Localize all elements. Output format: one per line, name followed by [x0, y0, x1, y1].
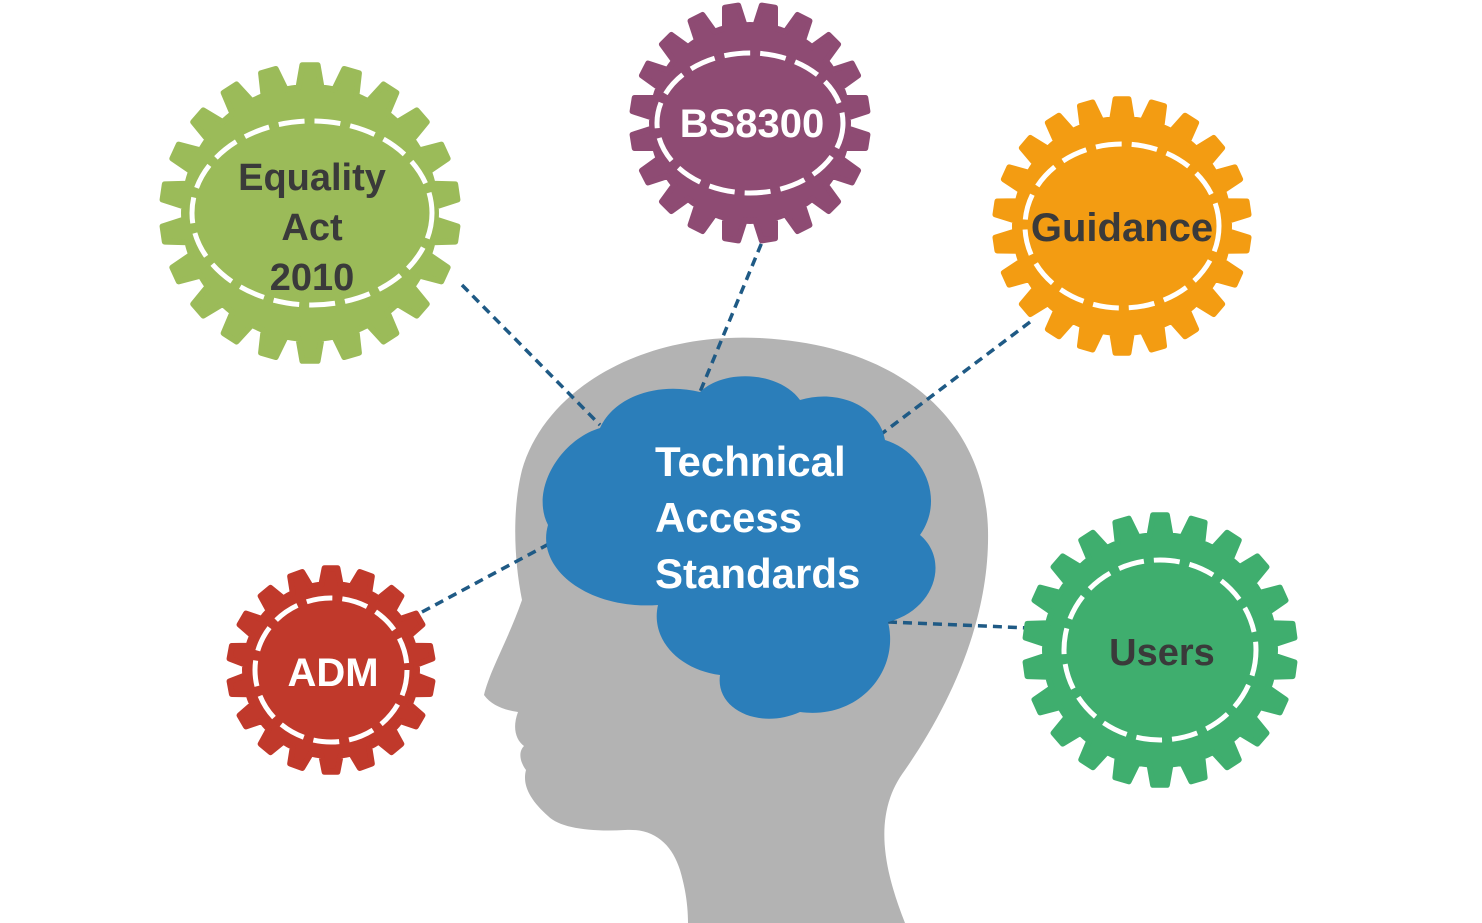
gear-label-line: Act [281, 207, 343, 249]
gear-label-line: Guidance [1031, 206, 1213, 250]
connector-equality-act [460, 283, 602, 427]
gear-bs8300: BS8300 [629, 2, 871, 244]
center-label-line: Access [655, 494, 802, 541]
gear-inner-ring [252, 595, 410, 745]
gear-equality-act: Equality Act 2010 [159, 62, 461, 364]
gear-label-line: ADM [287, 651, 378, 695]
gear-guidance: Guidance [992, 96, 1252, 356]
center-label-line: Technical [655, 438, 846, 485]
center-label: Technical Access Standards [655, 438, 860, 597]
gear-inner-ring [654, 50, 846, 196]
gear-inner-ring [189, 118, 435, 308]
gear-users: Users [1022, 512, 1298, 788]
gear-label-line: BS8300 [680, 102, 825, 146]
gear-icon [629, 2, 871, 244]
connector-guidance [878, 320, 1032, 437]
center-label-line: Standards [655, 550, 860, 597]
connector-users [887, 620, 1031, 630]
gear-label-line: 2010 [270, 257, 355, 299]
connectors [421, 229, 1032, 630]
gear-label-line: Users [1109, 632, 1215, 674]
gear-label-line: Equality [238, 157, 386, 199]
brain-cloud [542, 376, 936, 719]
gear-inner-ring [1022, 141, 1222, 311]
connector-adm [421, 536, 561, 614]
gear-inner-ring [1061, 557, 1259, 743]
gear-adm: ADM [226, 565, 436, 775]
